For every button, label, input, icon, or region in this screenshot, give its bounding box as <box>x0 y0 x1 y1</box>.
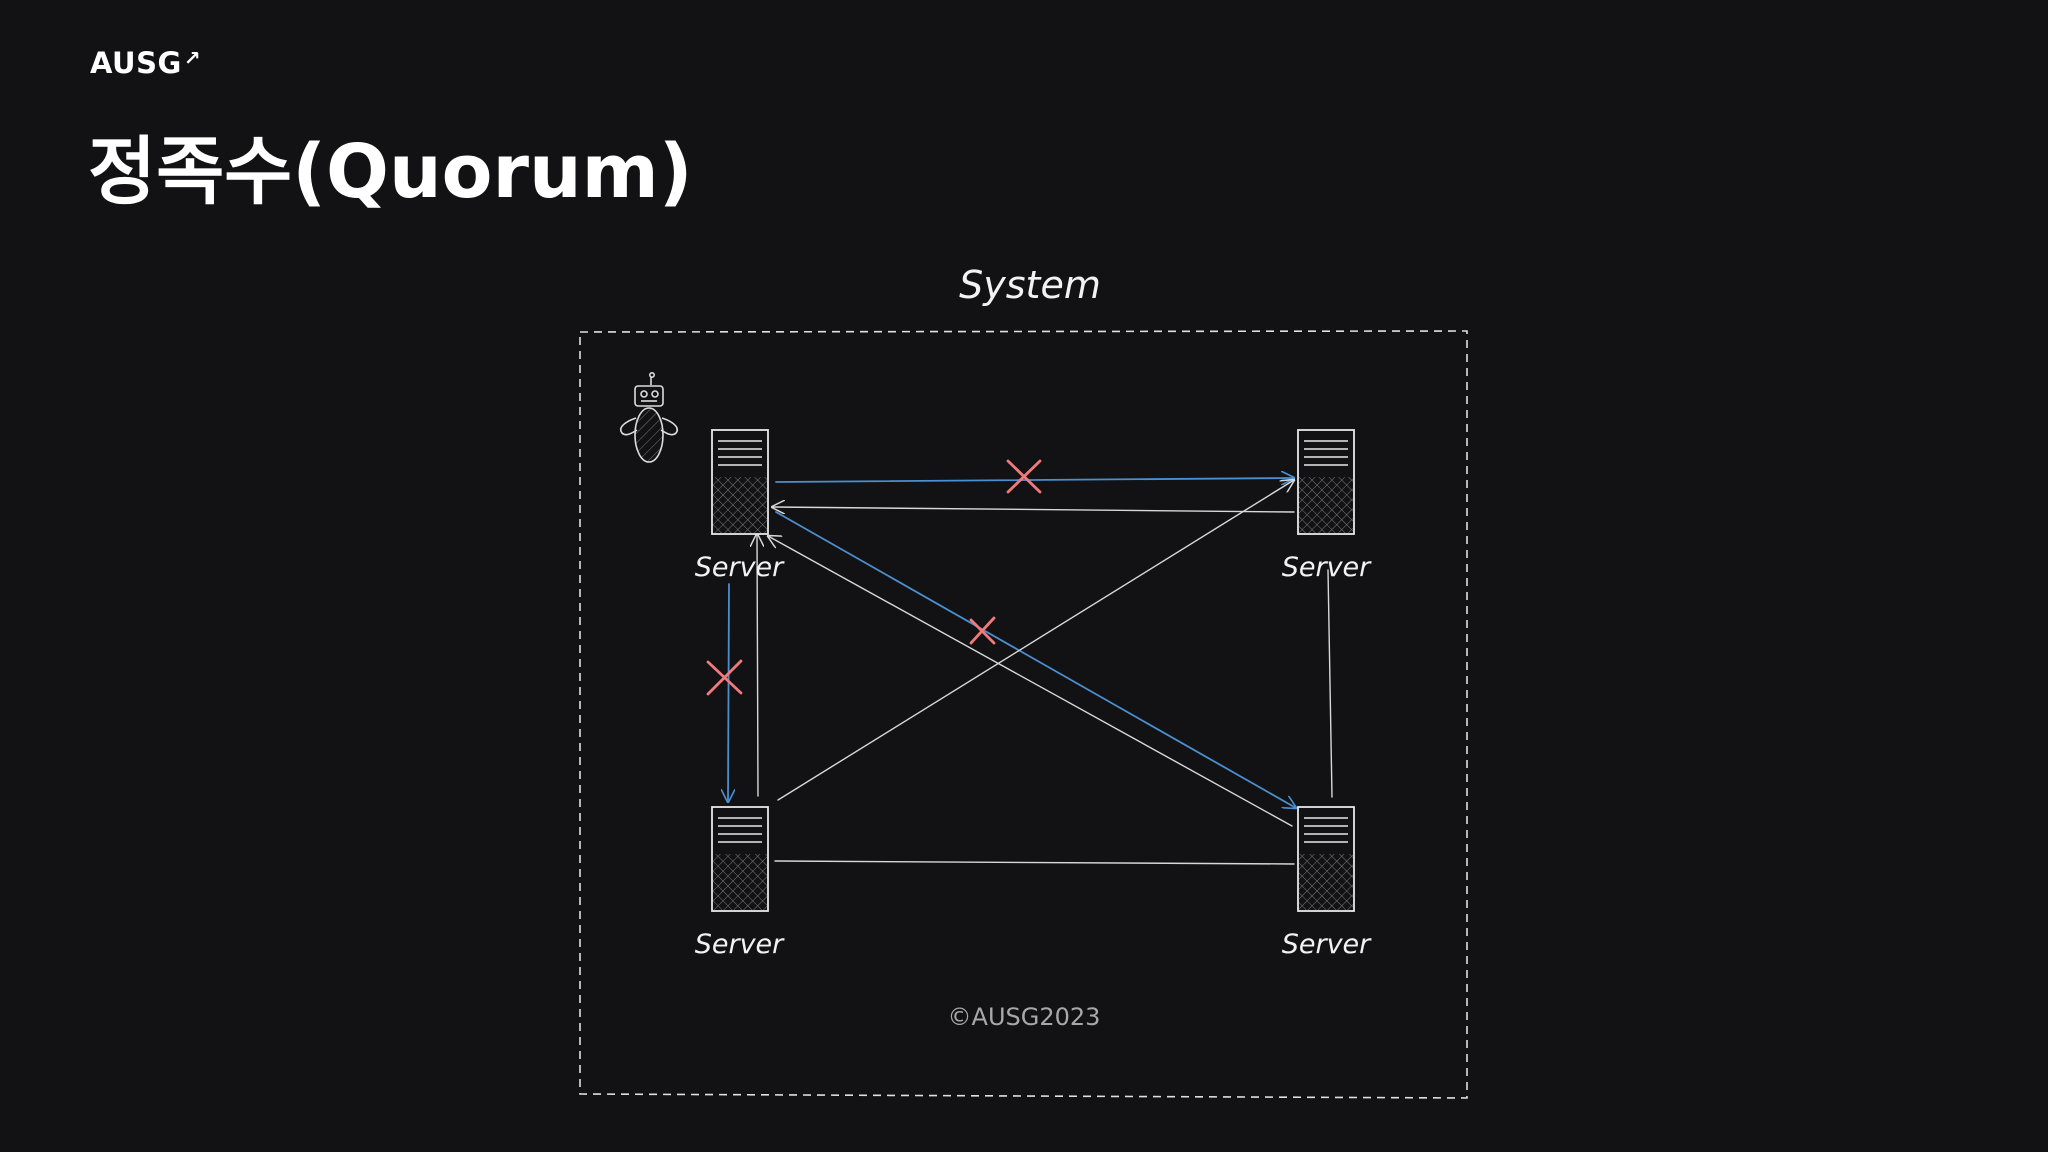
copyright-text: ©AUSG2023 <box>948 1003 1101 1031</box>
edges <box>728 478 1332 864</box>
edge-tr-to-tl-white <box>772 507 1294 512</box>
edge-tl-to-bl-blue <box>728 584 729 802</box>
edge-br-to-tl-white <box>768 536 1292 826</box>
server-label: Server <box>695 552 785 583</box>
edge-bl-to-tr-white <box>778 480 1294 800</box>
edge-bl-to-br-white <box>775 861 1294 864</box>
edge-tl-to-tr-blue <box>776 478 1294 482</box>
robot-leader-icon <box>621 373 677 462</box>
server-top-right: Server <box>1282 430 1372 583</box>
server-bottom-left: Server <box>695 807 785 960</box>
system-label: System <box>959 263 1101 307</box>
fail-mark-left-edge <box>708 661 741 694</box>
fail-mark-diagonal-edge <box>971 618 994 643</box>
edge-tr-to-br-white <box>1328 570 1332 797</box>
edge-tl-to-br-blue <box>776 512 1296 808</box>
server-bottom-right: Server <box>1282 807 1372 960</box>
fail-mark-top-edge <box>1008 461 1040 492</box>
server-label: Server <box>695 929 785 960</box>
server-label: Server <box>1282 929 1372 960</box>
server-label: Server <box>1282 552 1372 583</box>
